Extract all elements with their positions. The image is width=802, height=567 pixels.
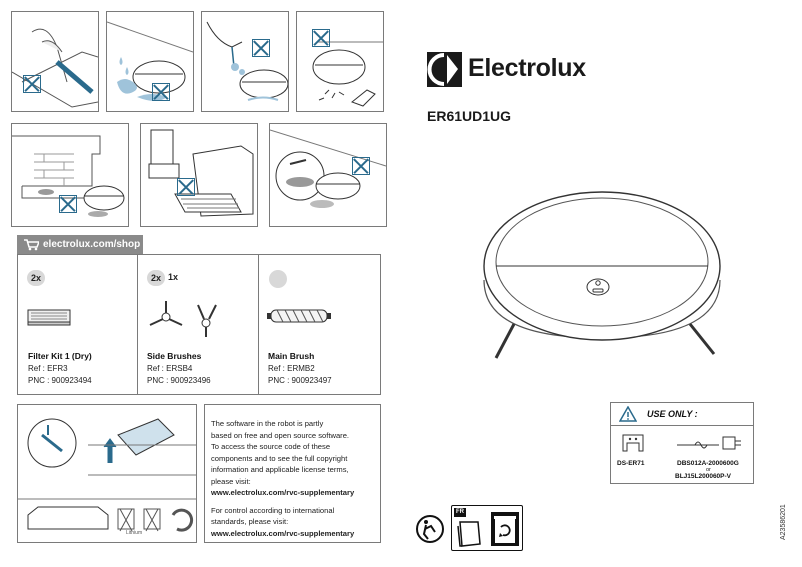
use-only-header bbox=[611, 403, 753, 426]
power-adapter-icon bbox=[677, 436, 741, 450]
warning-panel-dishwasher bbox=[140, 123, 258, 227]
battery-removal-panel: Lithium bbox=[17, 404, 197, 543]
shopping-cart-icon bbox=[24, 239, 39, 251]
notice-line: components and to see the full copyright bbox=[211, 453, 348, 463]
hand-water-illustration bbox=[206, 21, 289, 101]
part-name: Main Brush bbox=[268, 351, 315, 361]
robot-ash-illustration bbox=[269, 129, 387, 208]
dishwasher-illustration bbox=[148, 129, 254, 217]
electrolux-logo-icon bbox=[427, 52, 462, 87]
notice-line: The software in the robot is partly bbox=[211, 419, 324, 428]
recycling-bin-icon bbox=[491, 512, 519, 546]
charging-dock-icon bbox=[622, 434, 644, 452]
part-ref: Ref : ERSB4 bbox=[147, 364, 193, 373]
prohibited-icon bbox=[152, 83, 170, 101]
notice-line: standards, please visit: bbox=[211, 517, 289, 526]
quantity-badge: 2x bbox=[147, 270, 165, 286]
part-pnc: PNC : 900923496 bbox=[147, 376, 211, 385]
prohibited-icon bbox=[312, 29, 330, 47]
warning-triangle-icon bbox=[619, 406, 637, 422]
quantity-badge: 2x bbox=[27, 270, 45, 286]
brand-name: Electrolux bbox=[468, 54, 586, 82]
parts-divider bbox=[258, 255, 259, 394]
adapter-or-label: or bbox=[706, 467, 711, 473]
robot-water-illustration bbox=[106, 21, 194, 101]
lithium-label: Lithium bbox=[126, 530, 143, 536]
part-pnc: PNC : 900923494 bbox=[28, 376, 92, 385]
warning-panel-no-cable-pull bbox=[11, 11, 99, 112]
supplementary-link[interactable]: www.electrolux.com/rvc-supplementary bbox=[211, 528, 355, 538]
model-number: ER61UD1UG bbox=[427, 108, 512, 124]
prohibited-icon bbox=[23, 75, 41, 93]
quantity-secondary: 1x bbox=[168, 272, 179, 282]
main-brush-image bbox=[267, 309, 331, 323]
side-brushes-image bbox=[149, 301, 217, 337]
part-pnc: PNC : 900923497 bbox=[268, 376, 332, 385]
warning-panel-no-sharp-objects bbox=[296, 11, 384, 112]
supplementary-link[interactable]: www.electrolux.com/rvc-supplementary bbox=[211, 488, 355, 497]
robot-vacuum-illustration bbox=[483, 191, 721, 359]
prohibited-icon bbox=[252, 39, 270, 57]
adapter-model-label: DBS012A-2000600G bbox=[677, 460, 739, 467]
use-only-box: USE ONLY : DS-ER71 DBS012A-2000600G or B… bbox=[610, 402, 754, 484]
use-only-title: USE ONLY : bbox=[647, 409, 698, 419]
filter-kit-image bbox=[27, 309, 71, 326]
prohibited-icon bbox=[177, 178, 195, 196]
standards-paragraph: For control according to international s… bbox=[211, 505, 380, 540]
robot-fireplace-illustration bbox=[12, 135, 125, 217]
warning-panel-no-wet-hands bbox=[201, 11, 289, 112]
open-source-paragraph: The software in the robot is partly base… bbox=[211, 418, 380, 499]
open-source-notice-panel: The software in the robot is partly base… bbox=[204, 404, 381, 543]
warning-panel-fireplace bbox=[11, 123, 129, 227]
quantity-badge bbox=[269, 270, 287, 288]
battery-removal-illustration bbox=[18, 418, 196, 532]
notice-line: To access the source code of these bbox=[211, 442, 331, 451]
prohibited-icon bbox=[59, 195, 77, 213]
part-name: Side Brushes bbox=[147, 351, 202, 361]
warning-panel-no-ash bbox=[269, 123, 387, 227]
shop-link-label: electrolux.com/shop bbox=[43, 239, 141, 250]
part-ref: Ref : ERMB2 bbox=[268, 364, 315, 373]
spare-parts-panel: 2x Filter Kit 1 (Dry) Ref : EFR3 PNC : 9… bbox=[17, 254, 381, 395]
part-name: Filter Kit 1 (Dry) bbox=[28, 351, 92, 361]
notice-line: please visit: bbox=[211, 476, 251, 486]
fr-badge: FR bbox=[454, 508, 466, 517]
part-ref: Ref : EFR3 bbox=[28, 364, 68, 373]
fr-triman-box: FR bbox=[451, 505, 523, 551]
prohibited-icon bbox=[352, 157, 370, 175]
adapter-alt-model-label: BLJ15L200060P-V bbox=[675, 473, 732, 480]
recycling-person-icon bbox=[416, 515, 444, 543]
notice-line: information and applicable license terms… bbox=[211, 465, 349, 474]
notice-line: based on free and open source software. bbox=[211, 430, 350, 440]
notice-line: For control according to international bbox=[211, 505, 335, 515]
paper-document-icon bbox=[457, 521, 481, 547]
warning-panel-no-liquids bbox=[106, 11, 194, 112]
robot-cable-illustration bbox=[11, 28, 99, 108]
robot-debris-illustration bbox=[312, 41, 383, 107]
dock-model-label: DS-ER71 bbox=[617, 460, 645, 467]
document-code: A23586201 bbox=[780, 504, 787, 540]
shop-link-tab[interactable]: electrolux.com/shop bbox=[17, 235, 143, 254]
parts-divider bbox=[137, 255, 138, 394]
